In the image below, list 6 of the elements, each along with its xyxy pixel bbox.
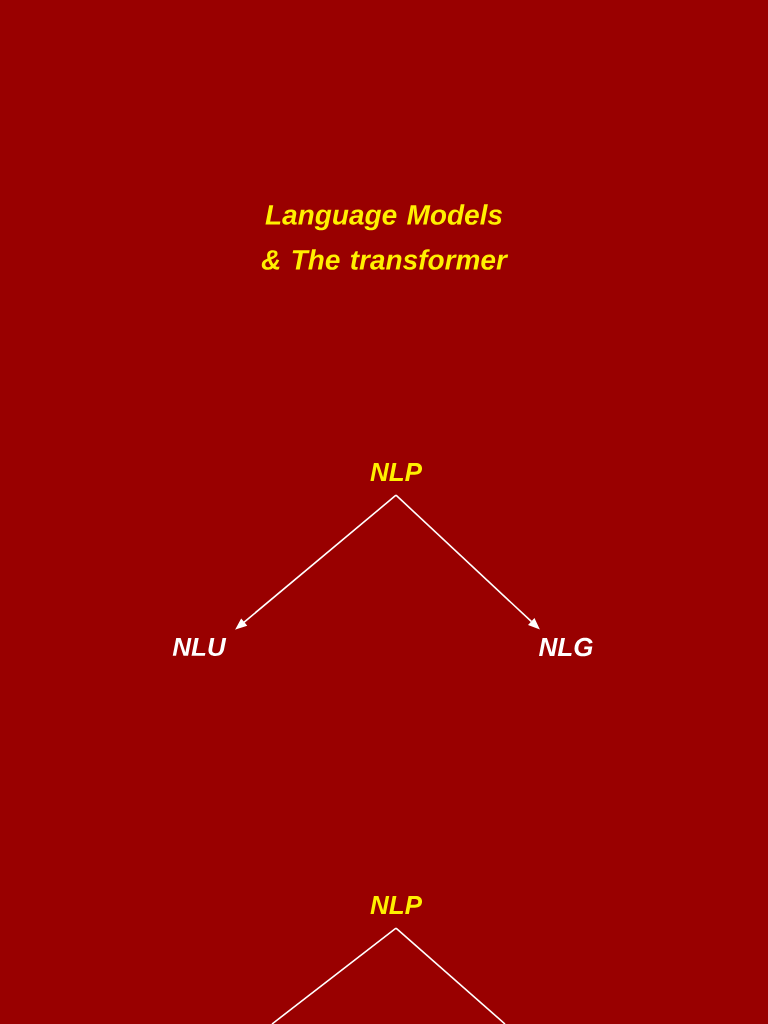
title: Language Models & The transformer <box>261 204 509 270</box>
node-label: NLP <box>370 463 423 481</box>
node-label: NLG <box>539 637 593 657</box>
node-label: NLU <box>172 637 227 657</box>
node-label: NLP <box>370 896 423 914</box>
arrow <box>235 494 397 630</box>
